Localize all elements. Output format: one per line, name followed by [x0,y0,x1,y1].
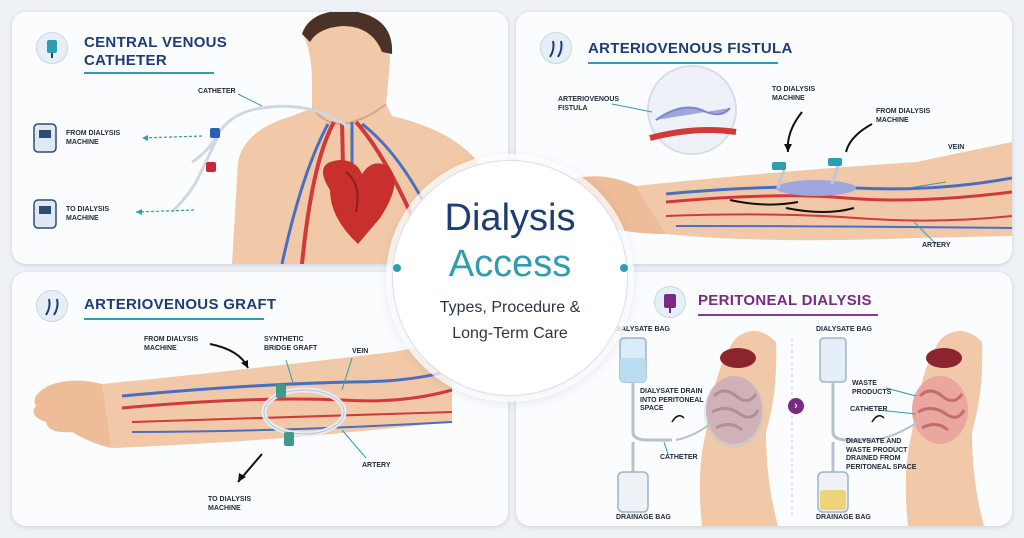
avf-label-to-machine: TO DIALYSIS MACHINE [772,86,816,102]
avg-label-vein: VEIN [352,348,369,355]
next-step-arrow-icon: › [788,398,804,414]
avg-illustration [33,342,453,483]
vessel-icon [540,32,572,64]
pd-label-drainage-bag-2: DRAINAGE BAG [816,514,871,521]
pd-title: PERITONEAL DIALYSIS [698,292,872,309]
pd-label-drain-into: DIALYSATE DRAIN INTO PERITONEAL SPACE [640,388,704,412]
pd-label-catheter-1: CATHETER [660,454,698,461]
iv-bag-icon [36,32,68,64]
pd-title-underline [698,314,878,316]
avf-title-underline [588,62,778,64]
panel-arteriovenous-graft: ARTERIOVENOUS GRAFT FROM DIALYSIS MACHIN… [12,272,508,526]
pd-label-catheter-2: CATHETER [850,406,888,413]
cvc-title-underline [84,72,214,74]
pd-illustration [617,330,984,526]
center-subtitle-line2: Long-Term Care [452,325,568,342]
avg-title: ARTERIOVENOUS GRAFT [84,296,277,313]
center-left-dot [393,264,401,272]
center-title-line2: Access [448,243,572,285]
cvc-title-line1: CENTRAL VENOUS [84,34,228,51]
avf-label-vein: VEIN [948,144,965,151]
avg-label-from-machine: FROM DIALYSIS MACHINE [144,336,199,352]
center-title-line1: Dialysis [444,197,576,239]
pd-label-dialysate-bag-1: DIALYSATE BAG [614,326,671,333]
avf-label-artery: ARTERY [922,242,951,249]
cvc-label-to-machine: TO DIALYSIS MACHINE [66,206,110,222]
avf-title: ARTERIOVENOUS FISTULA [588,40,793,57]
pd-label-waste-products: WASTE PRODUCTS [852,380,892,396]
avg-label-to-machine: TO DIALYSIS MACHINE [208,496,252,512]
cvc-title-line2: CATHETER [84,52,167,69]
pd-label-dialysate-bag-2: DIALYSATE BAG [816,326,873,333]
avf-label-from-machine: FROM DIALYSIS MACHINE [876,108,931,124]
graft-icon [36,290,68,322]
peritoneal-bag-icon [654,286,686,318]
cvc-label-catheter: CATHETER [198,88,236,95]
pd-label-drained-from: DIALYSATE AND WASTE PRODUCT DRAINED FROM… [846,438,917,471]
avg-label-artery: ARTERY [362,462,391,469]
avf-label-fistula: ARTERIOVENOUS FISTULA [558,96,620,112]
cvc-label-from-machine: FROM DIALYSIS MACHINE [66,130,121,146]
avg-label-graft: SYNTHETIC BRIDGE GRAFT [264,336,318,352]
center-right-dot [620,264,628,272]
center-title-circle: Dialysis Access Types, Procedure & Long-… [392,160,628,396]
pd-label-drainage-bag-1: DRAINAGE BAG [616,514,671,521]
avg-title-underline [84,318,264,320]
center-subtitle-line1: Types, Procedure & [439,299,581,316]
